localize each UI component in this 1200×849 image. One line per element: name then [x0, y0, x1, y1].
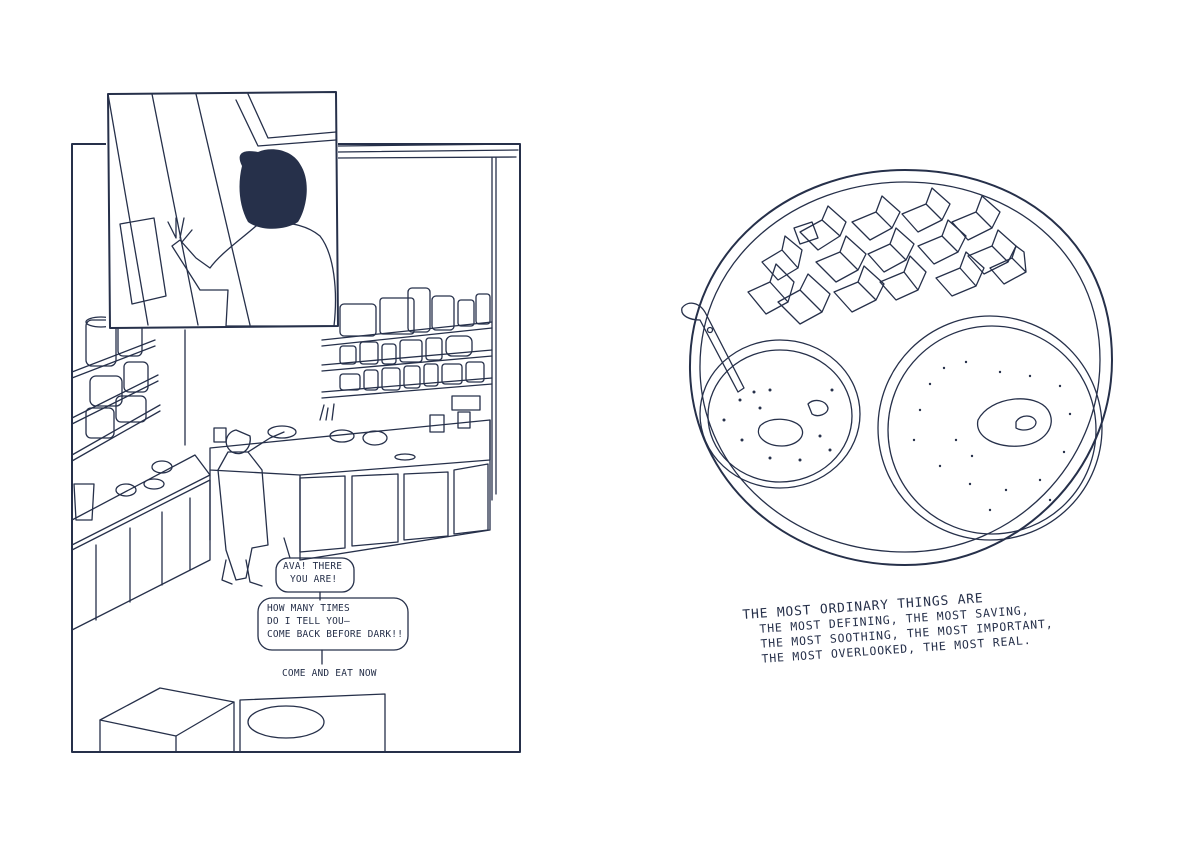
woman-figure — [217, 425, 297, 587]
speech-text-line-5: COME BACK BEFORE DARK!! — [267, 629, 404, 640]
speech-bubble-1 — [275, 557, 355, 593]
speech-text-line-6: COME AND EAT NOW — [282, 668, 377, 679]
speech-text-line-3: HOW MANY TIMES — [267, 603, 350, 614]
dal-bowl — [681, 302, 861, 489]
plate-inner-rim — [699, 181, 1101, 553]
roti-flatbread — [877, 315, 1103, 541]
plate-outer-rim — [688, 169, 1113, 566]
kitchen-counter — [71, 403, 491, 631]
speech-text-line-1: AVA! THERE — [283, 561, 343, 572]
back-shelves — [321, 287, 493, 411]
inset-door-panel — [106, 91, 339, 329]
speech-bubble-2 — [257, 597, 409, 651]
left-shelves — [71, 316, 186, 462]
foreground-boxes — [99, 687, 386, 753]
speech-text-line-4: DO I TELL YOU— — [267, 616, 350, 627]
food-cubes — [747, 187, 1027, 325]
speech-bubbles — [257, 537, 409, 665]
speech-text-line-2: YOU ARE! — [290, 574, 338, 585]
spoon — [681, 302, 745, 393]
